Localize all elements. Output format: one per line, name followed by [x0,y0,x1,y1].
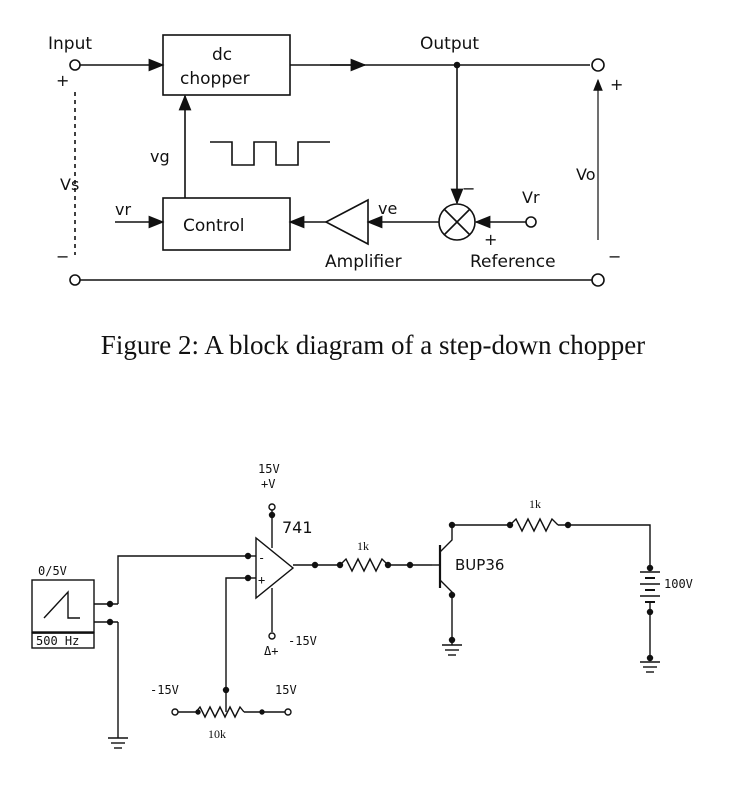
control-label: Control [183,216,244,236]
input-minus-sign: − [56,247,69,266]
opamp-label: 741 [282,518,313,537]
block-diagram [69,34,605,287]
vr-control-label: vr [115,200,131,219]
pot-label: 10k [208,727,226,741]
potentiometer-10k [195,705,245,719]
neg-rail-label: Δ+ [264,644,278,658]
base-resistor-label: 1k [357,539,369,553]
vo-label: Vo [576,165,596,184]
pot-right-supply-label: 15V [275,683,297,697]
opamp-inverting-sign: - [258,551,265,565]
ve-label: ve [378,199,397,218]
opamp-noninverting-sign: + [258,573,265,587]
pos-rail-label: +V [261,477,275,491]
input-return-terminal [69,274,81,286]
output-minus-sign: − [608,247,621,266]
figure-caption: Figure 2: A block diagram of a step-down… [100,330,646,360]
circuit-labels: 0/5V 500 Hz 15V +V 741 -15V Δ+ 1k 1k BUP… [36,462,693,741]
pulse-waveform-icon [210,141,330,166]
vg-label: vg [150,147,170,166]
junction-minus-sign: − [462,179,475,198]
junction-plus-sign: + [484,230,497,249]
battery-label: 100V [664,577,693,591]
chopper-label-line2: chopper [180,69,250,89]
pos-supply-label: 15V [258,462,280,476]
amplifier-triangle [324,198,369,246]
vr-reference-label: Vr [522,188,540,207]
block-diagram-labels: Input Output dc chopper Control Amplifie… [48,34,623,272]
load-resistor-1k [509,517,559,533]
output-label: Output [420,34,479,54]
base-resistor-1k [339,557,389,573]
neg-supply-label: -15V [288,634,317,648]
amplifier-label: Amplifier [325,252,402,272]
pot-left-supply-label: -15V [150,683,179,697]
ramp-waveform-icon [43,590,80,619]
opamp-741 [255,536,295,600]
source-amplitude-label: 0/5V [38,564,67,578]
transistor-label: BUP36 [455,556,504,574]
input-plus-sign: + [56,71,69,90]
vs-label: Vs [60,175,79,194]
chopper-label-line1: dc [212,45,232,65]
circuit-schematic [31,503,660,749]
source-frequency-box [31,632,95,649]
battery-100v [640,571,660,603]
reference-terminal [525,216,537,228]
output-terminal [591,58,605,72]
signal-source-box [31,579,95,633]
output-plus-sign: + [610,75,623,94]
output-return-terminal [591,273,605,287]
load-resistor-label: 1k [529,497,541,511]
input-label: Input [48,34,92,54]
reference-label: Reference [470,252,556,272]
source-frequency-label: 500 Hz [36,634,79,648]
input-terminal [69,59,81,71]
